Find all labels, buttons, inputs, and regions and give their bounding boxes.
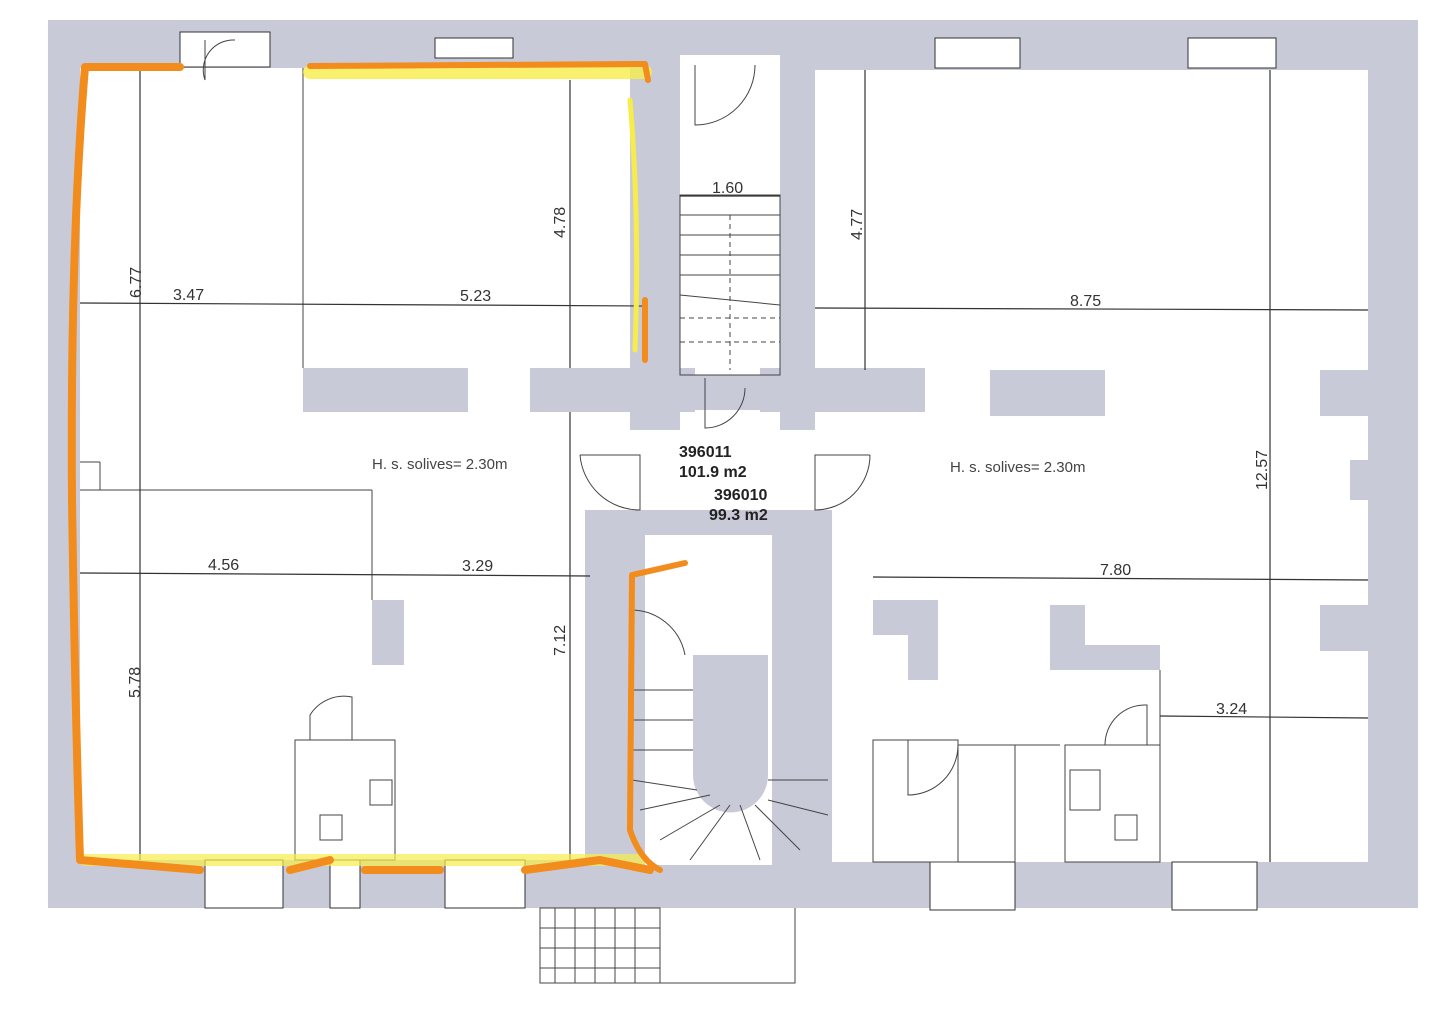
dim-1-60: 1.60 bbox=[712, 180, 743, 197]
stair-core bbox=[693, 655, 768, 775]
dim-6-77: 6.77 bbox=[128, 267, 145, 298]
interior-lines bbox=[80, 68, 1161, 863]
wall-segment bbox=[1320, 370, 1368, 416]
chimney bbox=[1350, 460, 1368, 500]
dim-3-29: 3.29 bbox=[462, 558, 493, 575]
wall-segment bbox=[1050, 605, 1160, 670]
windows bbox=[179, 31, 1277, 911]
unit-a-id: 396011 bbox=[679, 444, 732, 461]
wall-segment bbox=[760, 368, 925, 412]
wall-segment bbox=[303, 368, 468, 412]
ceiling-height-right: H. s. solives= 2.30m bbox=[950, 459, 1085, 476]
stair-core bbox=[693, 775, 768, 813]
dim-4-56: 4.56 bbox=[208, 557, 239, 574]
dim-8-75: 8.75 bbox=[1070, 293, 1101, 310]
wall-segment bbox=[873, 600, 938, 680]
wall-segment bbox=[1320, 605, 1368, 651]
left-apartment-floor bbox=[80, 68, 645, 860]
dim-7-12: 7.12 bbox=[552, 625, 569, 656]
unit-a-area: 101.9 m2 bbox=[679, 464, 747, 481]
dim-12-57: 12.57 bbox=[1254, 450, 1271, 490]
dim-5-23: 5.23 bbox=[460, 288, 491, 305]
staircase[interactable] bbox=[539, 194, 829, 984]
right-apartment-floor bbox=[815, 70, 1368, 862]
dim-7-80: 7.80 bbox=[1100, 562, 1131, 579]
unit-b-area: 99.3 m2 bbox=[709, 507, 768, 524]
wall-segment bbox=[772, 510, 832, 865]
dim-3-24: 3.24 bbox=[1216, 701, 1247, 718]
wall-segment bbox=[990, 370, 1105, 416]
wall-segment bbox=[372, 600, 404, 665]
dim-3-47: 3.47 bbox=[173, 287, 204, 304]
doors bbox=[202, 39, 871, 656]
highlight-markings bbox=[67, 61, 688, 874]
unit-b-id: 396010 bbox=[714, 487, 767, 504]
wall-segment bbox=[780, 20, 815, 430]
dim-4-78: 4.78 bbox=[552, 207, 569, 238]
dim-5-78: 5.78 bbox=[127, 667, 144, 698]
dimension-lines bbox=[79, 68, 1369, 862]
wall-segment bbox=[585, 510, 645, 865]
dim-4-77: 4.77 bbox=[849, 209, 866, 240]
ceiling-height-left: H. s. solives= 2.30m bbox=[372, 456, 507, 473]
